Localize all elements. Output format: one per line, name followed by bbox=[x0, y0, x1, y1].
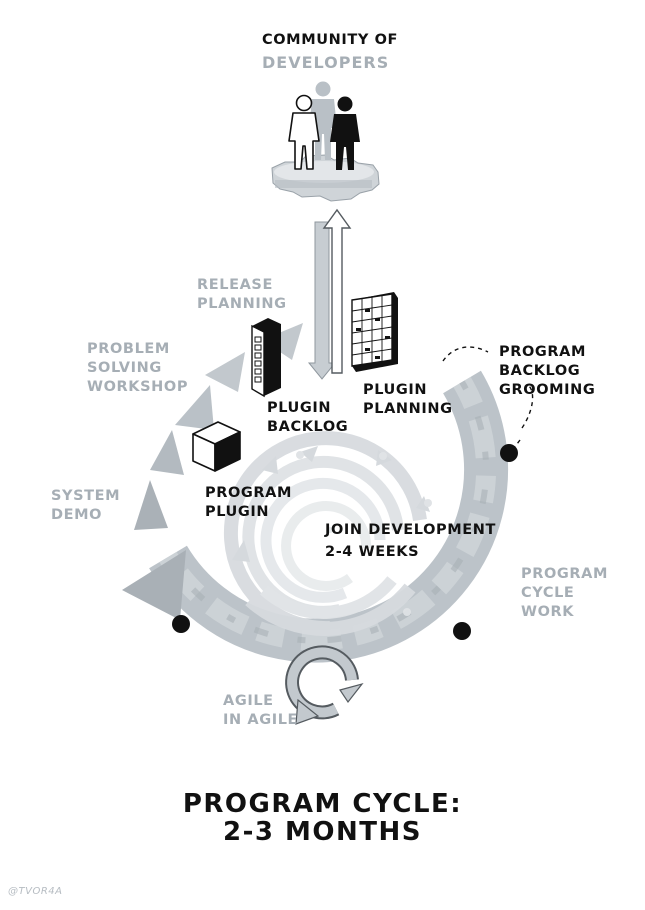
grooming-connector bbox=[442, 346, 534, 429]
join-development-label: JOIN DEVELOPMENT 2-4 WEEKS bbox=[325, 522, 497, 560]
diagram-title-line1: PROGRAM CYCLE: bbox=[182, 789, 463, 819]
program-cycle-ring bbox=[122, 323, 509, 663]
up-arrow bbox=[322, 208, 352, 374]
plugin-planning-label: PLUGIN PLANNING bbox=[363, 382, 453, 417]
program-cycle-work-label: PROGRAM CYCLE WORK bbox=[521, 566, 609, 620]
person-black-icon bbox=[330, 96, 360, 170]
author-credit: @TVOR4A bbox=[8, 886, 63, 897]
program-plugin-label: PROGRAM PLUGIN bbox=[205, 485, 293, 520]
person-gray-icon bbox=[309, 81, 337, 160]
milestone-dot bbox=[453, 622, 471, 640]
person-outline-icon bbox=[288, 94, 320, 170]
gear-icon bbox=[271, 154, 380, 202]
agile-in-agile-label: AGILE IN AGILE bbox=[223, 693, 299, 728]
down-arrow bbox=[307, 221, 337, 380]
community-gear-platform bbox=[271, 81, 380, 202]
plugin-backlog-label: PLUGIN BACKLOG bbox=[267, 400, 349, 435]
program-plugin-cube-icon bbox=[192, 421, 241, 472]
development-spiral bbox=[223, 431, 432, 636]
system-demo-label: SYSTEM DEMO bbox=[51, 488, 121, 523]
plugin-backlog-icon bbox=[251, 318, 281, 398]
refresh-icon bbox=[285, 645, 364, 725]
community-label-line1: COMMUNITY OF bbox=[262, 32, 399, 48]
release-planning-label: RELEASE PLANNING bbox=[197, 277, 287, 312]
milestone-dot bbox=[172, 615, 190, 633]
problem-solving-workshop-label: PROBLEM SOLVING WORKSHOP bbox=[87, 341, 189, 395]
plugin-planning-board-icon bbox=[351, 292, 398, 372]
community-label-line2: DEVELOPERS bbox=[262, 53, 390, 72]
diagram-title-line2: 2-3 MONTHS bbox=[223, 817, 422, 847]
program-backlog-grooming-label: PROGRAM BACKLOG GROOMING bbox=[499, 344, 596, 398]
